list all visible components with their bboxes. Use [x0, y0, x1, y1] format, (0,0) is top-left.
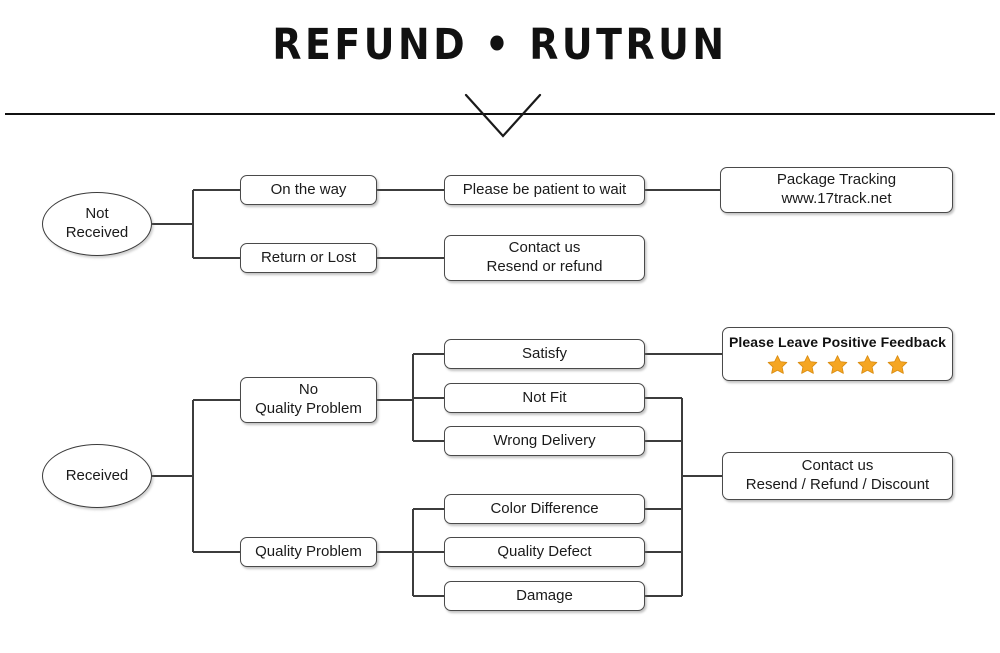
- node-label: Wrong Delivery: [493, 431, 596, 449]
- node-label: No Quality Problem: [255, 381, 362, 417]
- node-label: Quality Defect: [497, 542, 592, 560]
- node-return-or-lost[interactable]: Return or Lost: [240, 243, 377, 273]
- star-icon[interactable]: [886, 354, 909, 376]
- node-on-the-way[interactable]: On the way: [240, 175, 377, 205]
- feedback-label: Please Leave Positive Feedback: [728, 334, 946, 351]
- node-label: Quality Problem: [255, 542, 362, 560]
- node-wrong-delivery[interactable]: Wrong Delivery: [444, 426, 645, 456]
- page-title: REFUND • RUTRUN: [272, 20, 728, 70]
- node-label: Damage: [516, 586, 573, 604]
- node-please-be-patient[interactable]: Please be patient to wait: [444, 175, 645, 205]
- star-icon[interactable]: [796, 354, 819, 376]
- node-label: Package Tracking www.17track.net: [776, 171, 897, 207]
- star-icon[interactable]: [856, 354, 879, 376]
- node-no-quality-problem[interactable]: No Quality Problem: [240, 377, 377, 423]
- node-label: Not Fit: [522, 388, 567, 406]
- header-divider: [5, 113, 995, 115]
- node-label: Return or Lost: [260, 248, 357, 266]
- chevron-down-icon: [458, 92, 548, 140]
- node-label: Please be patient to wait: [462, 180, 627, 198]
- node-package-tracking[interactable]: Package Tracking www.17track.net: [720, 167, 953, 213]
- node-not-fit[interactable]: Not Fit: [444, 383, 645, 413]
- node-label: Contact us Resend / Refund / Discount: [745, 457, 930, 493]
- node-contact-resend-refund[interactable]: Contact us Resend or refund: [444, 235, 645, 281]
- node-label: Received: [65, 466, 129, 484]
- node-label: Not Received: [65, 205, 129, 241]
- star-icon[interactable]: [766, 354, 789, 376]
- node-quality-problem[interactable]: Quality Problem: [240, 537, 377, 567]
- node-label: On the way: [270, 180, 347, 198]
- node-label: Color Difference: [490, 499, 599, 517]
- node-quality-defect[interactable]: Quality Defect: [444, 537, 645, 567]
- node-color-difference[interactable]: Color Difference: [444, 494, 645, 524]
- star-icon[interactable]: [826, 354, 849, 376]
- node-positive-feedback[interactable]: Please Leave Positive Feedback: [722, 327, 953, 381]
- node-received[interactable]: Received: [42, 444, 152, 508]
- node-satisfy[interactable]: Satisfy: [444, 339, 645, 369]
- node-label: Contact us Resend or refund: [486, 239, 603, 275]
- node-label: Satisfy: [521, 344, 567, 362]
- node-not-received[interactable]: Not Received: [42, 192, 152, 256]
- star-rating[interactable]: [766, 354, 909, 376]
- node-damage[interactable]: Damage: [444, 581, 645, 611]
- node-contact-discount[interactable]: Contact us Resend / Refund / Discount: [722, 452, 953, 500]
